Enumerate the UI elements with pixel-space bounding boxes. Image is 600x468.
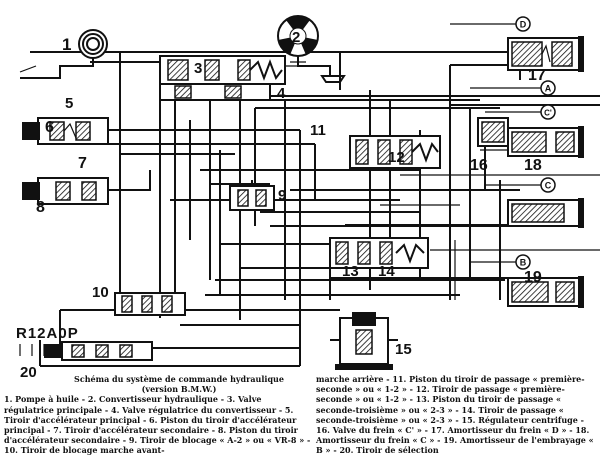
label-14: 14 bbox=[378, 263, 395, 280]
blocking-valve-a2 bbox=[229, 180, 275, 211]
shift-valve-2-3 bbox=[329, 237, 429, 269]
caption-right-column: marche arrière - 11. Piston du tiroir de… bbox=[316, 374, 596, 456]
label-1: 1 bbox=[62, 35, 71, 54]
caption-left-column: Schéma du système de commande hydrauliqu… bbox=[4, 374, 314, 456]
secondary-throttle-valve bbox=[22, 170, 151, 205]
hydraulic-converter bbox=[277, 15, 346, 83]
label-19: 19 bbox=[524, 269, 542, 286]
blocking-valve-forward-reverse bbox=[114, 292, 186, 316]
oil-pump bbox=[19, 29, 108, 79]
converter-regulating-valve bbox=[159, 83, 271, 101]
tag-c-prime: C' bbox=[485, 104, 556, 120]
tag-d: D bbox=[450, 16, 531, 32]
main-throttle-valve bbox=[22, 117, 109, 145]
tag-c-prime-label: C' bbox=[544, 109, 552, 118]
selector-code: R12A0P bbox=[16, 325, 79, 342]
label-10: 10 bbox=[92, 284, 109, 301]
label-7: 7 bbox=[78, 155, 87, 172]
brake-c-damper bbox=[507, 126, 584, 158]
label-16: 16 bbox=[470, 157, 488, 174]
brake-c-cylinder bbox=[507, 198, 584, 228]
tag-c-label: C bbox=[545, 181, 552, 191]
figure-caption: Schéma du système de commande hydrauliqu… bbox=[4, 374, 596, 466]
tag-a: A bbox=[470, 80, 556, 96]
tag-b: B bbox=[470, 254, 531, 270]
label-15: 15 bbox=[395, 341, 412, 358]
label-17: 17 bbox=[528, 67, 546, 84]
selector-valve bbox=[19, 341, 153, 361]
clutch-b-damper bbox=[507, 276, 584, 308]
brake-d-damper bbox=[507, 36, 584, 72]
label-13: 13 bbox=[342, 263, 359, 280]
label-6: 6 bbox=[45, 119, 54, 136]
tag-d-label: D bbox=[520, 20, 527, 30]
main-regulating-valve bbox=[159, 55, 286, 85]
label-5: 5 bbox=[65, 95, 73, 112]
centrifugal-governor bbox=[330, 312, 398, 370]
brake-c-prime-valve bbox=[477, 117, 509, 147]
label-9: 9 bbox=[278, 187, 286, 204]
tag-b-label: B bbox=[520, 258, 527, 268]
caption-legend-right: marche arrière - 11. Piston du tiroir de… bbox=[316, 374, 594, 456]
label-18: 18 bbox=[524, 157, 542, 174]
caption-title: Schéma du système de commande hydrauliqu… bbox=[74, 374, 284, 384]
caption-legend-left: 1. Pompe à huile - 2. Convertisseur hydr… bbox=[4, 394, 311, 456]
tag-c: C bbox=[485, 177, 556, 193]
label-2: 2 bbox=[292, 29, 300, 46]
caption-subtitle: (version B.M.W.) bbox=[141, 384, 217, 395]
shift-valve-1-2 bbox=[349, 135, 441, 169]
label-11: 11 bbox=[310, 122, 326, 139]
component-labels: 1 2 3 4 5 6 7 8 9 10 11 12 13 14 15 16 1… bbox=[16, 29, 546, 381]
hydraulic-diagram: D A C' C B 1 2 3 4 5 6 7 8 9 10 11 12 13… bbox=[16, 15, 600, 381]
label-3: 3 bbox=[194, 60, 202, 77]
label-20: 20 bbox=[20, 364, 37, 381]
label-4: 4 bbox=[277, 85, 286, 102]
tag-a-label: A bbox=[545, 84, 552, 94]
label-12: 12 bbox=[388, 149, 405, 166]
label-8: 8 bbox=[36, 199, 45, 216]
